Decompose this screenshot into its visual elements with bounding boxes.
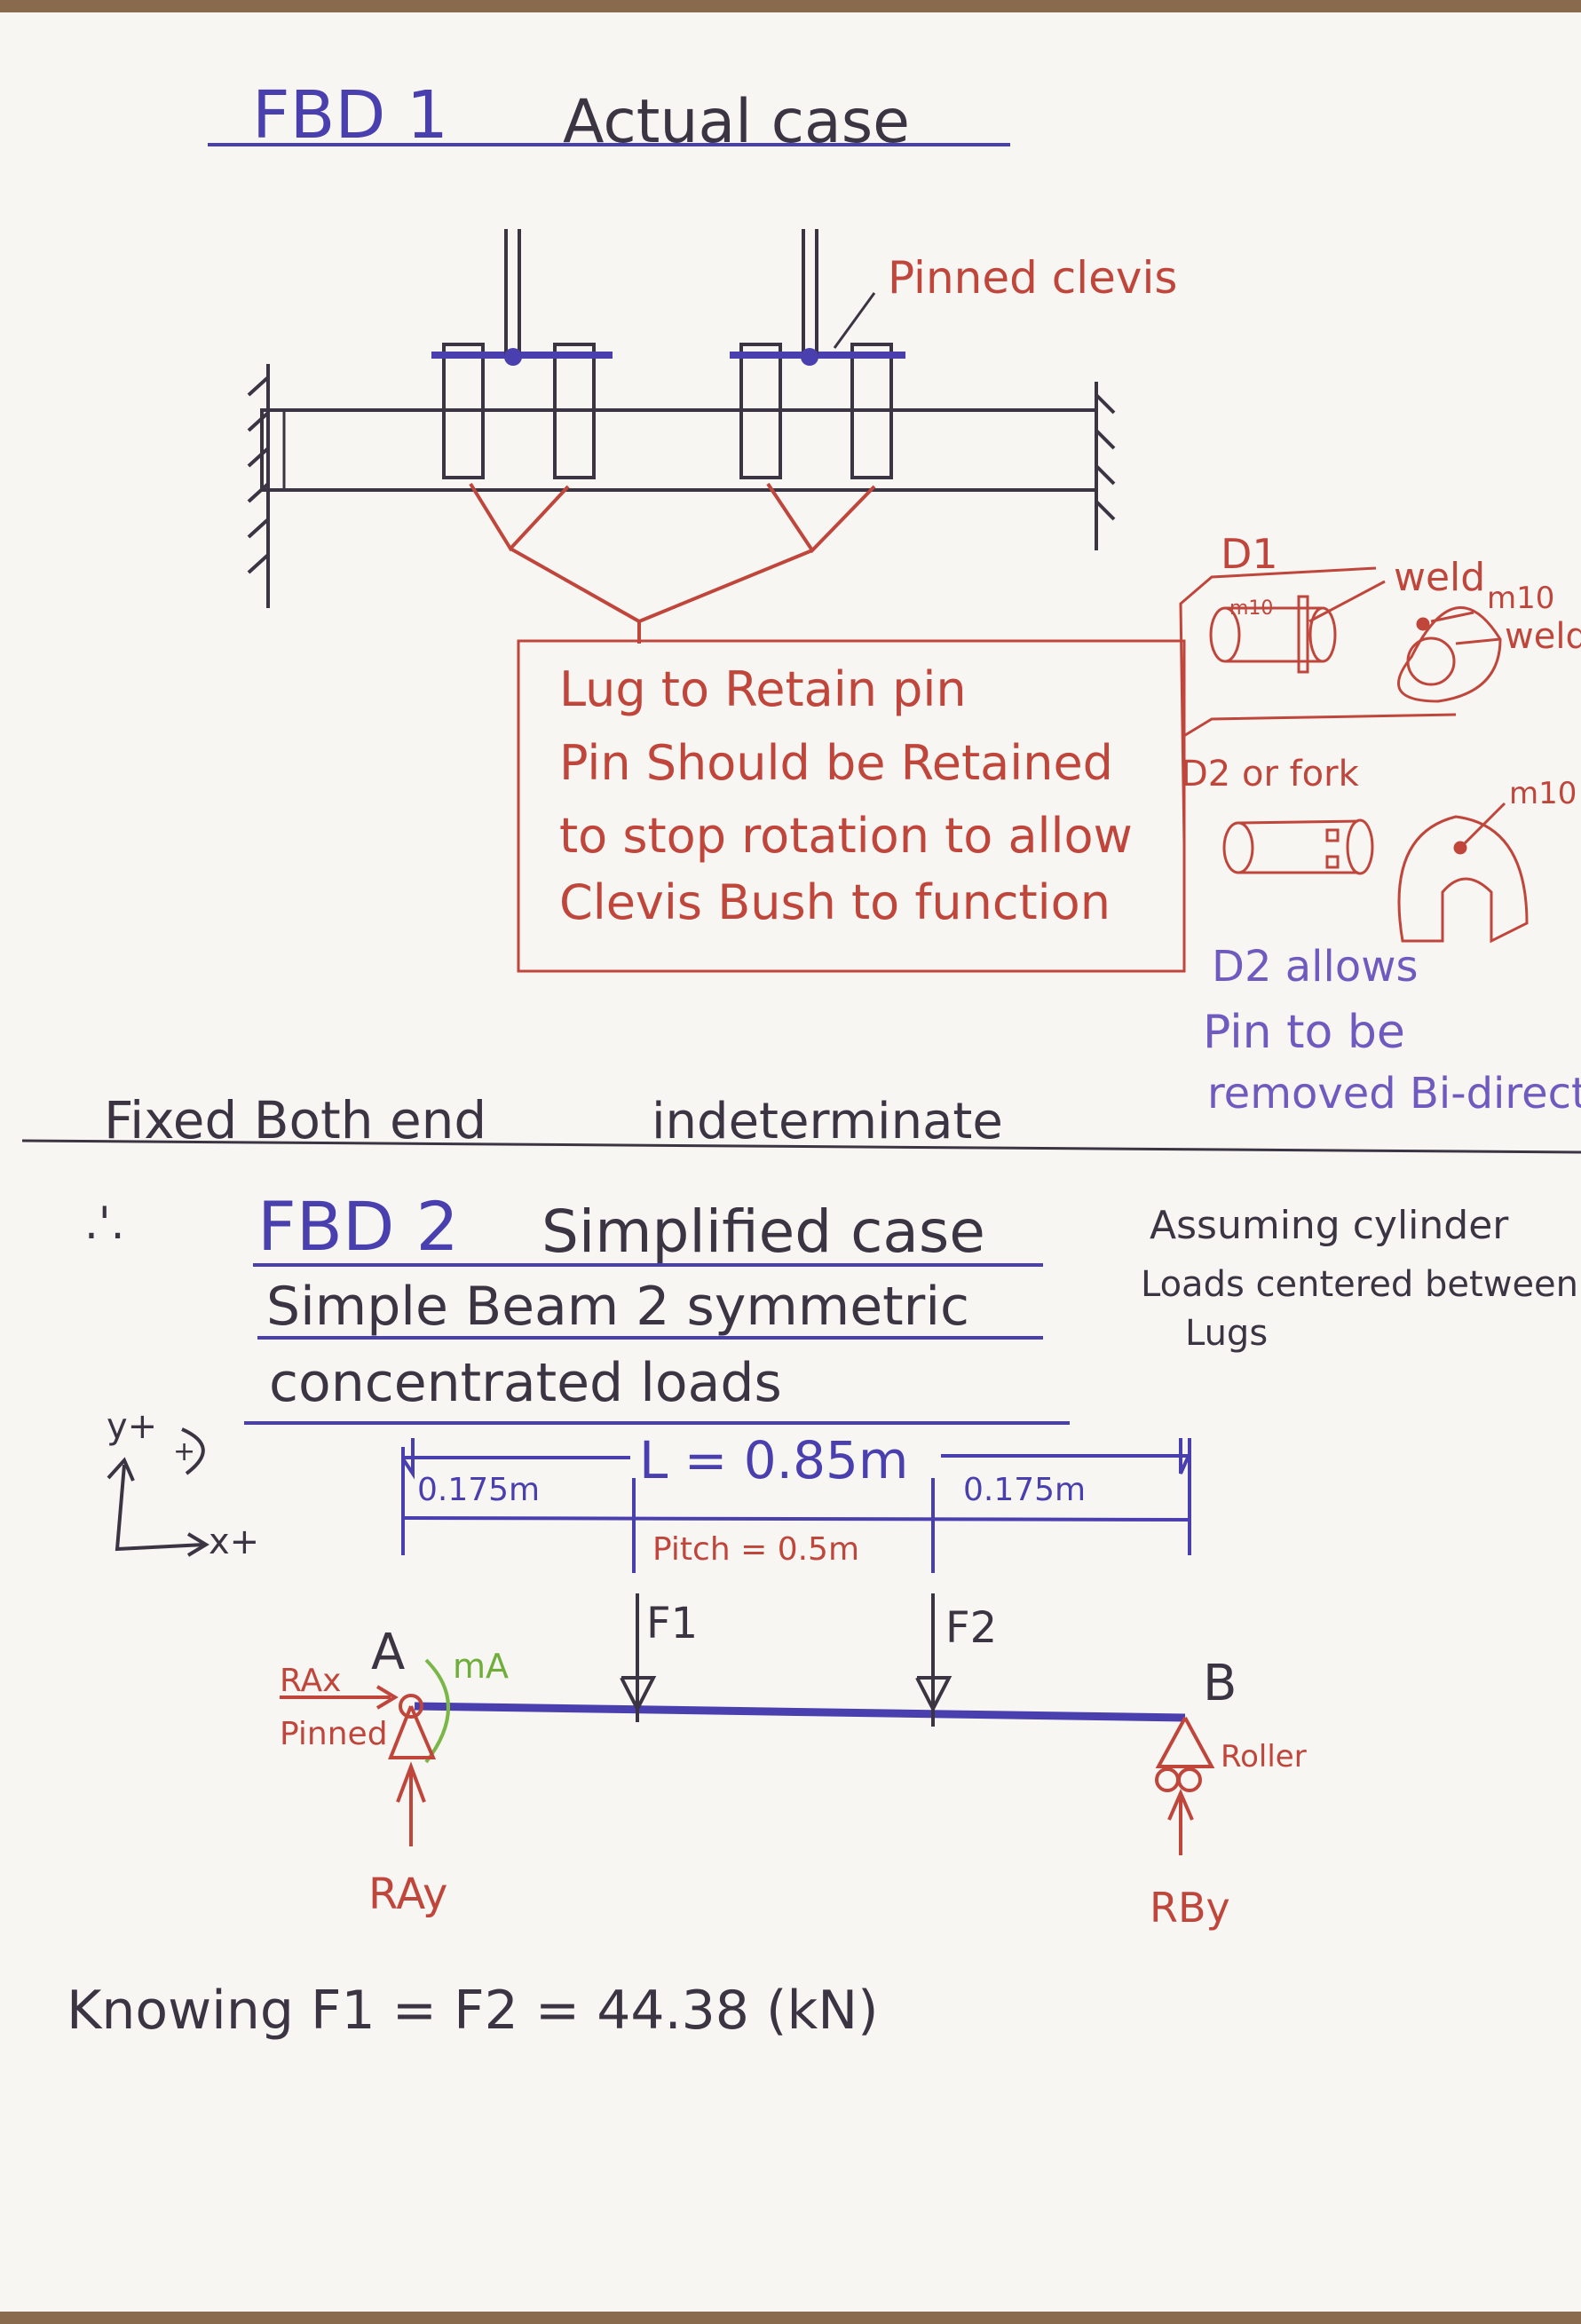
fbd2-beam — [414, 1702, 1186, 1722]
knowing-forces-statement: Knowing F1 = F2 = 44.38 (kN) — [67, 1980, 879, 2042]
fbd1-subtitle: Actual case — [563, 87, 910, 157]
assumption-line-3: Lugs — [1185, 1313, 1268, 1354]
therefore-symbol: .'. — [84, 1198, 125, 1249]
fbd2-title: FBD 2 — [257, 1187, 459, 1266]
pinned-label: Pinned — [280, 1716, 388, 1752]
d1-lug-sketch — [1396, 605, 1502, 703]
coordinate-axes — [107, 1427, 209, 1557]
rby-label: RBy — [1150, 1884, 1230, 1932]
d1-label: D1 — [1221, 530, 1278, 578]
pitch-label: Pitch = 0.5m — [652, 1531, 859, 1568]
y-axis-label: y+ — [107, 1406, 157, 1447]
pinned-support-a — [280, 1685, 437, 1846]
assumption-line-1: Assuming cylinder — [1150, 1203, 1509, 1248]
pinned-clevis-label: Pinned clevis — [888, 252, 1177, 304]
clevis-right — [730, 229, 905, 479]
roller-label: Roller — [1221, 1739, 1307, 1775]
d2-pin-sketch — [1222, 818, 1374, 875]
m10-label-2: m10 — [1509, 776, 1577, 811]
load-f1-arrow — [620, 1593, 657, 1722]
point-a-label: A — [371, 1624, 405, 1681]
rax-label: RAx — [280, 1663, 342, 1699]
m10-label-1: m10 — [1487, 581, 1554, 616]
roller-support-b — [1155, 1717, 1215, 1855]
note-line-4: Clevis Bush to function — [559, 874, 1111, 930]
length-label: L = 0.85m — [639, 1430, 908, 1490]
dimension-lines — [401, 1438, 1191, 1573]
fbd2-subtitle: Simplified case — [541, 1198, 985, 1266]
x-axis-label: x+ — [209, 1522, 259, 1562]
f2-label: F2 — [945, 1603, 997, 1653]
ma-label: mA — [453, 1647, 509, 1686]
assumption-line-2: Loads centered between — [1141, 1264, 1578, 1305]
d2-note-3: removed Bi-direct — [1207, 1069, 1581, 1119]
d2-fork-label: D2 or fork — [1181, 754, 1360, 794]
right-wall — [1095, 382, 1116, 550]
fbd1-beam — [260, 408, 1098, 492]
note-line-3: to stop rotation to allow — [559, 808, 1133, 864]
point-b-label: B — [1203, 1655, 1237, 1712]
lug-leaders — [469, 482, 876, 644]
f1-label: F1 — [646, 1599, 698, 1648]
ray-label: RAy — [368, 1869, 447, 1919]
weld-label-1: weld — [1394, 555, 1485, 600]
fbd2-line2: Simple Beam 2 symmetric — [266, 1276, 969, 1338]
right-offset-label: 0.175m — [963, 1472, 1086, 1508]
note-line-2: Pin Should be Retained — [559, 735, 1113, 791]
moment-ma-arrow — [424, 1658, 450, 1764]
fixed-both-end-label: Fixed Both end — [104, 1090, 486, 1150]
load-f2-arrow — [915, 1593, 953, 1727]
left-wall — [247, 364, 270, 608]
bottom-edge — [0, 2312, 1581, 2324]
note-line-1: Lug to Retain pin — [559, 661, 967, 717]
section-divider — [21, 1139, 1581, 1154]
left-offset-label: 0.175m — [417, 1472, 540, 1508]
top-edge — [0, 0, 1581, 12]
fbd1-title: FBD 1 — [252, 77, 448, 154]
moment-sign: + — [173, 1436, 195, 1467]
d2-fork-sketch — [1397, 802, 1529, 944]
fbd2-line3: concentrated loads — [269, 1352, 782, 1414]
clevis-left — [431, 229, 613, 479]
weld-label-2: weld — [1505, 616, 1581, 657]
d2-note-2: Pin to be — [1203, 1006, 1405, 1059]
indeterminate-label: indeterminate — [652, 1093, 1003, 1150]
pin-detail-bracket — [1179, 566, 1457, 844]
clevis-leader — [833, 292, 876, 349]
d2-note-1: D2 allows — [1212, 942, 1418, 992]
d1-pin-sketch — [1209, 580, 1386, 674]
